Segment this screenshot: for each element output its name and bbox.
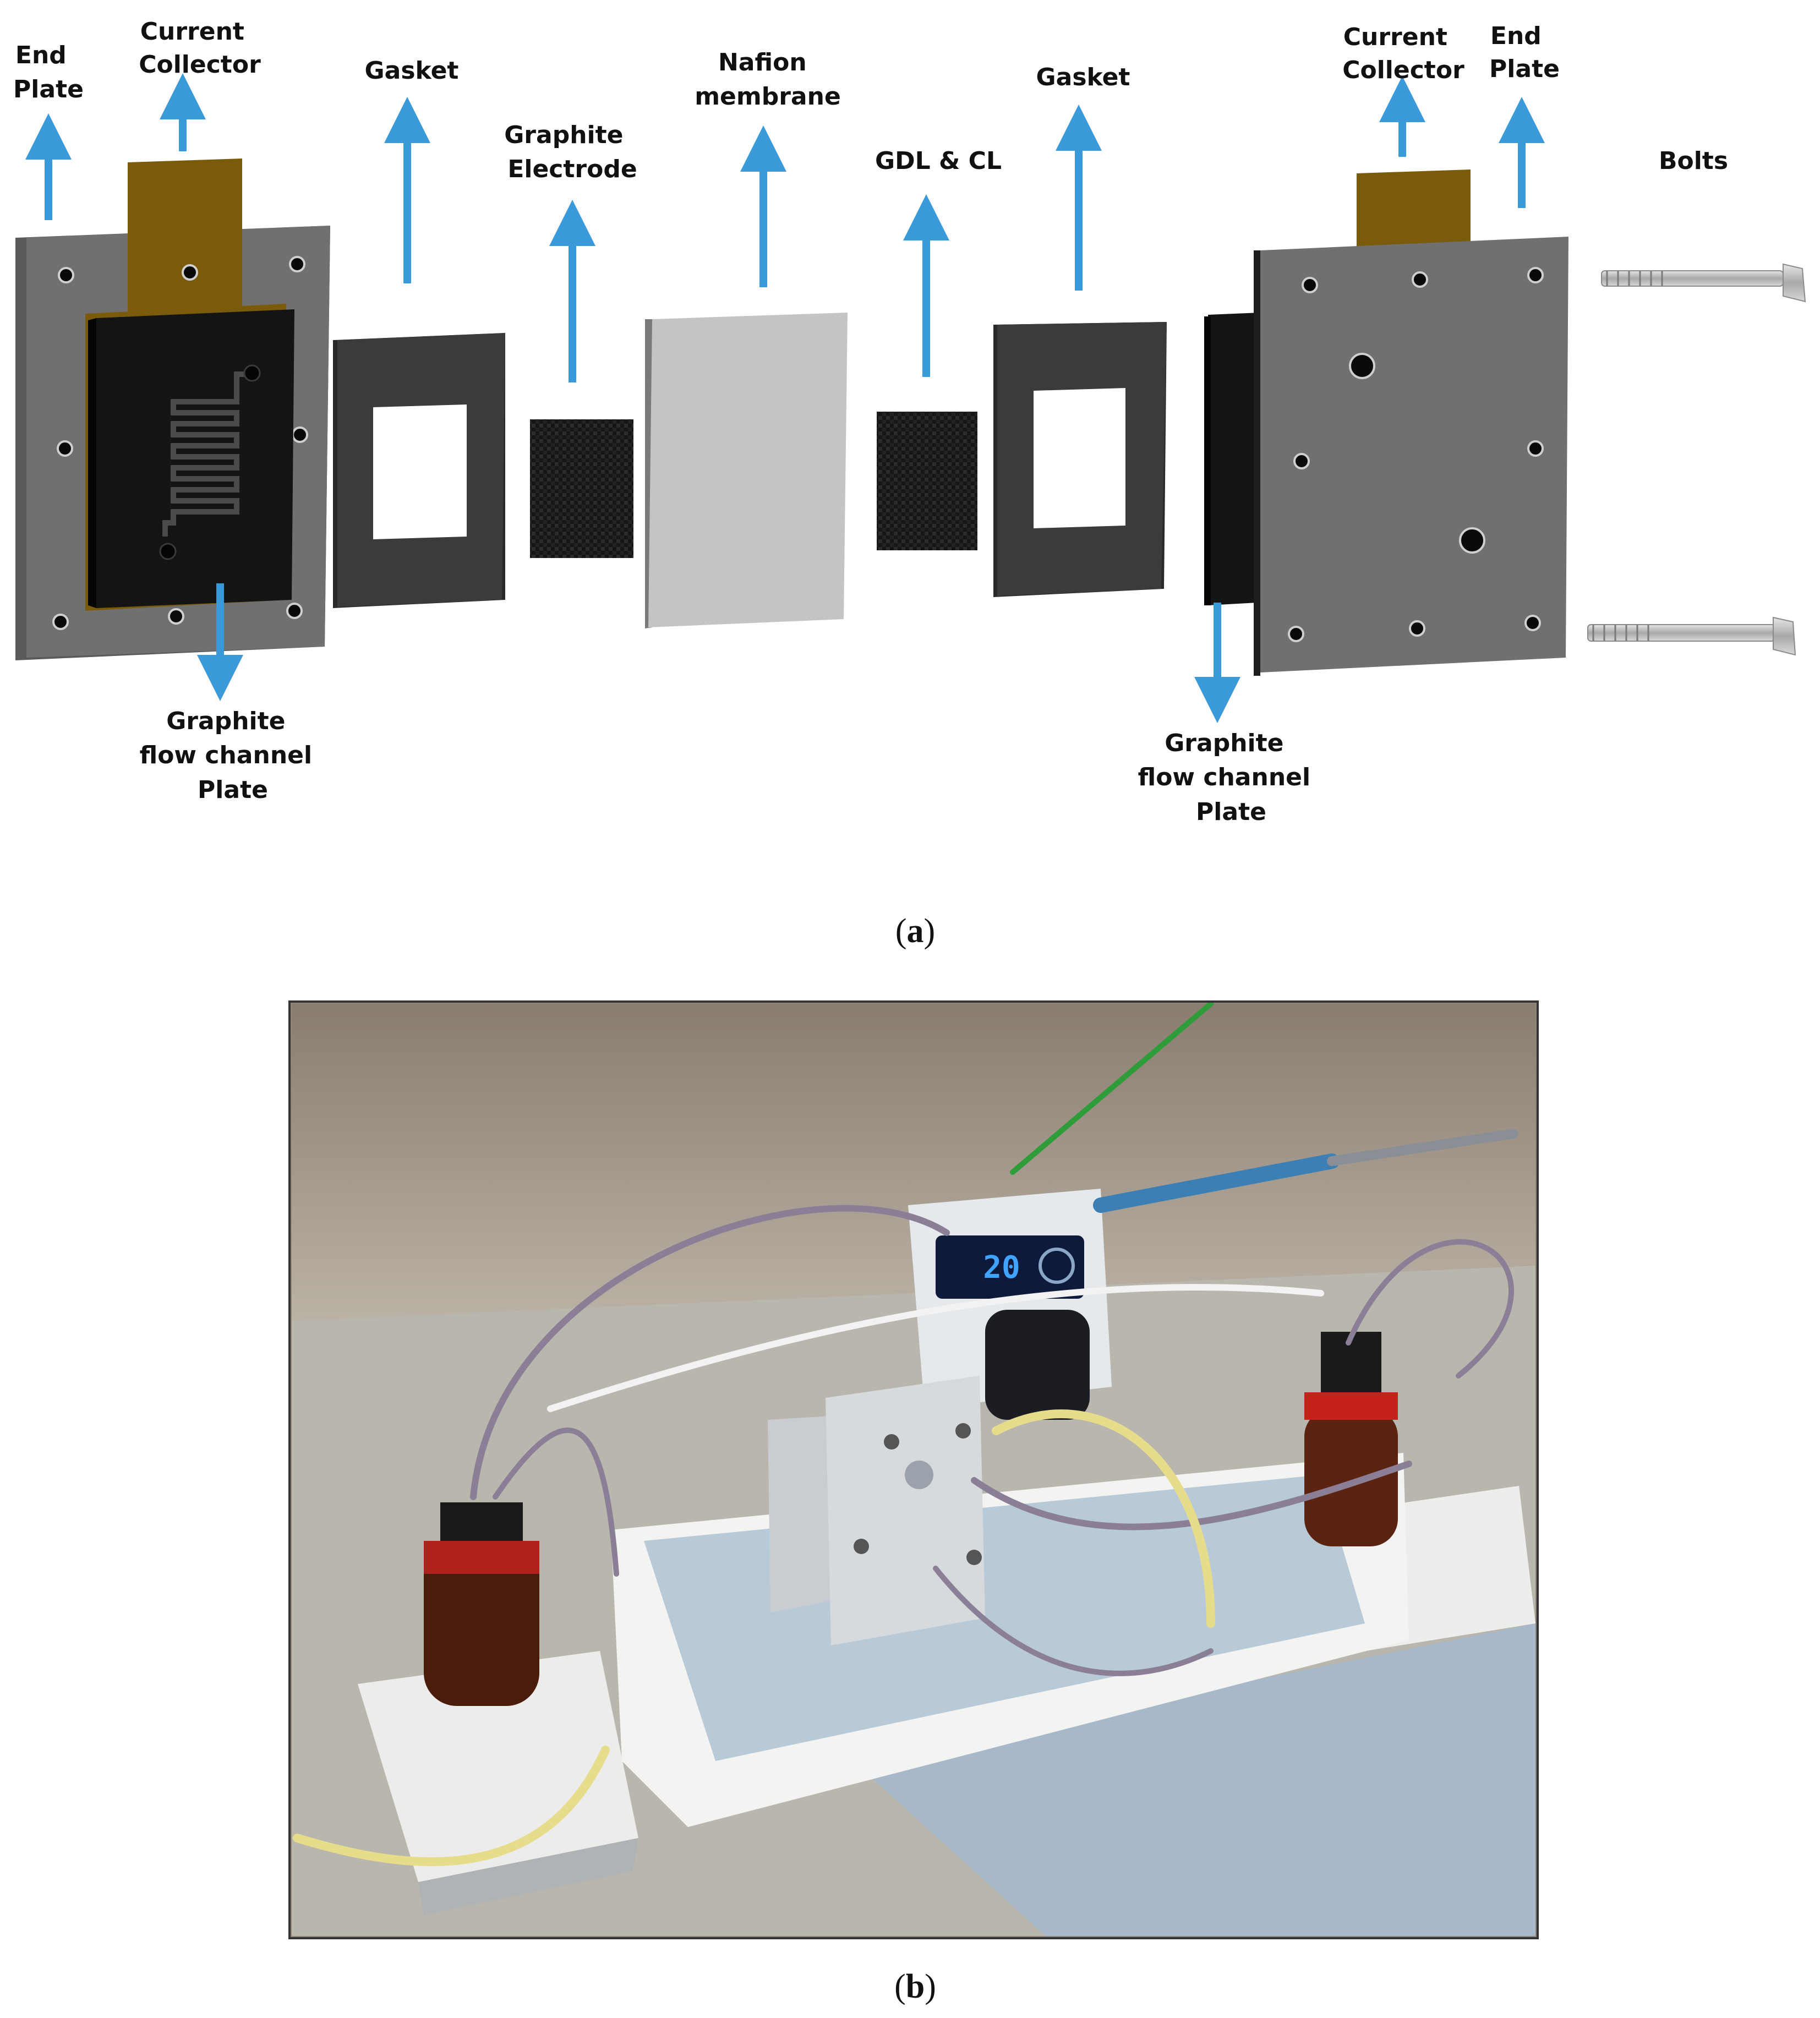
tubing — [293, 1001, 1518, 1866]
right-reservoir-bottle — [1304, 1332, 1398, 1546]
panel-a-diagram: End Plate Current Collector Gasket Graph… — [13, 18, 1806, 826]
bolt-top — [1601, 263, 1806, 303]
pump-display: 20 — [983, 1250, 1020, 1286]
label-current-collector-right: Current Collector — [1342, 23, 1464, 84]
right-gasket — [993, 322, 1167, 597]
left-magnetic-stirrer — [358, 1651, 638, 1882]
caption-panel-a: (a) — [895, 912, 935, 950]
label-flow-plate-left: Graphite flow channel Plate — [140, 707, 321, 804]
label-current-collector-left: Current Collector — [139, 18, 261, 79]
graphite-electrode — [530, 419, 633, 558]
bolt-bottom — [1587, 616, 1796, 656]
label-end-plate-right: End Plate — [1489, 22, 1560, 83]
left-gasket — [333, 333, 505, 608]
left-reservoir-bottle — [424, 1502, 539, 1706]
left-flow-channel-plate — [88, 309, 294, 608]
label-gasket-left: Gasket — [365, 57, 459, 85]
panel-b-photo: 20 — [288, 1000, 1539, 1939]
label-gasket-right: Gasket — [1036, 63, 1130, 91]
right-current-collector — [1357, 169, 1471, 249]
pointer-arrows — [25, 73, 1545, 723]
nafion-membrane — [645, 313, 848, 628]
label-end-plate-left: End Plate — [13, 41, 84, 103]
right-flow-channel-plate — [1204, 313, 1260, 605]
right-end-plate — [1254, 237, 1568, 676]
caption-panel-b: (b) — [894, 1968, 936, 2005]
label-flow-plate-right: Graphite flow channel Plate — [1138, 729, 1319, 826]
label-nafion-membrane: Nafion membrane — [695, 48, 841, 111]
label-gdl-cl: GDL & CL — [875, 147, 1002, 175]
label-graphite-electrode: Graphite Electrode — [504, 121, 637, 183]
gdl-cl-layer — [877, 412, 977, 550]
label-bolts: Bolts — [1659, 147, 1728, 175]
